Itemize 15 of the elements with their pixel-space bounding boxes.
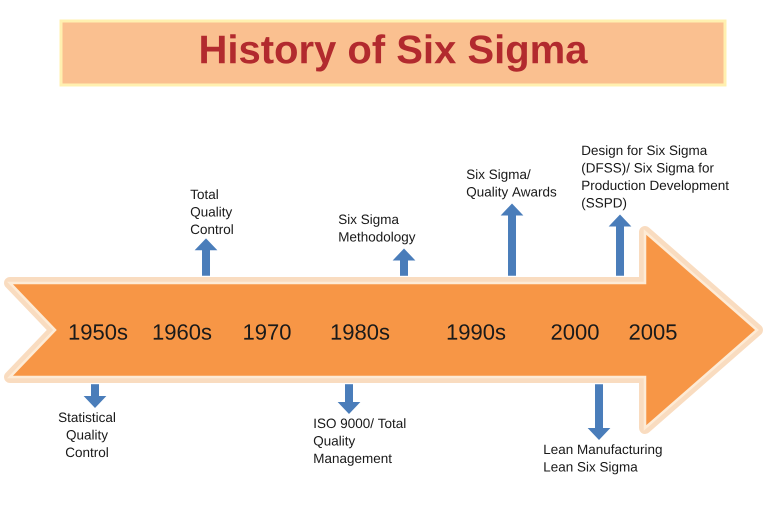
- year-label: 2005: [630, 324, 677, 340]
- milestone-label: ISO 9000/ Total Quality Management: [314, 418, 406, 466]
- year-label: 1960s: [154, 324, 212, 340]
- milestone-label: Six Sigma/ Quality Awards: [466, 169, 556, 200]
- milestone-label: Design for Six Sigma (DFSS)/ Six Sigma for Production Development (SSPD): [582, 145, 729, 210]
- milestone-label: Six Sigma Methodology: [338, 214, 416, 244]
- milestone-label: Lean Manufacturing Lean Six Sigma: [544, 444, 662, 474]
- year-label: 2000: [552, 324, 599, 340]
- year-label: 1980s: [332, 324, 390, 340]
- year-label: 1950s: [70, 324, 128, 340]
- year-label: 1970: [244, 324, 291, 340]
- milestone-label: Total Quality Control: [190, 189, 233, 234]
- year-label: 1990s: [448, 324, 506, 340]
- milestone-label: Statistical Quality Control: [58, 412, 115, 458]
- title-banner: History of Six Sigma: [60, 20, 726, 86]
